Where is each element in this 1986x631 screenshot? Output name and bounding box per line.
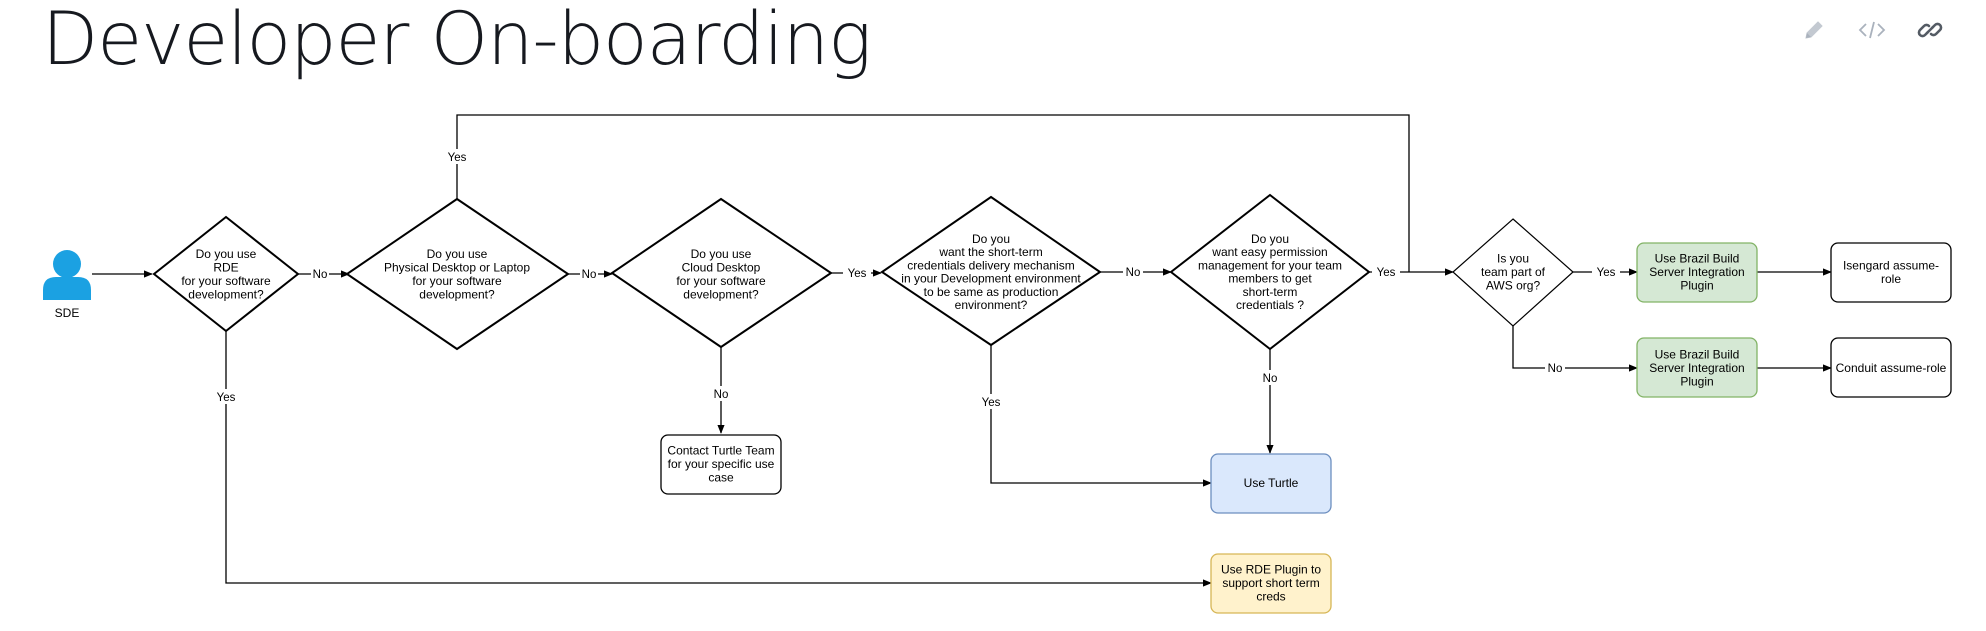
edge-label-rde-yes: Yes xyxy=(217,392,236,404)
box-isengard-label: Isengard assume-role xyxy=(1843,258,1939,286)
decision-credentials xyxy=(880,195,1102,347)
box-brazil-yes-line: Plugin xyxy=(1680,279,1713,293)
edge-label-aws-no: No xyxy=(1548,363,1563,375)
box-conduit xyxy=(1830,337,1952,398)
edge-aws-no xyxy=(1512,326,1638,372)
edge-label-cloud-no: No xyxy=(714,389,729,401)
box-rde-plugin-line: Use RDE Plugin to xyxy=(1221,563,1321,577)
decision-credentials-line: environment? xyxy=(955,298,1028,312)
edge-label-cloud-yes: Yes xyxy=(848,268,867,280)
box-rde-plugin xyxy=(1210,553,1332,614)
pencil-icon xyxy=(1805,21,1823,39)
edge-rde-yes xyxy=(225,331,1212,587)
box-use-turtle-line: Use Turtle xyxy=(1244,476,1299,490)
box-rde-plugin-line: creds xyxy=(1256,590,1285,604)
decision-permission-line: Do you xyxy=(1251,232,1289,246)
decision-physical xyxy=(345,197,570,351)
decision-cloud xyxy=(610,197,833,349)
box-contact-turtle-line: case xyxy=(708,471,734,485)
decision-rde-line: Do you use xyxy=(196,247,257,261)
edge-label-cred-yes: Yes xyxy=(982,397,1001,409)
box-use-turtle-label: Use Turtle xyxy=(1244,476,1299,490)
decision-permission-line: members to get xyxy=(1228,272,1312,286)
box-brazil-no-line: Use Brazil Build xyxy=(1655,348,1740,362)
decision-aws-org-line: Is you xyxy=(1497,252,1529,266)
box-contact-turtle-line: for your specific use xyxy=(668,457,775,471)
edge-label-physical-no: No xyxy=(582,269,597,281)
copy-link-button[interactable] xyxy=(1914,14,1946,46)
box-isengard-line: role xyxy=(1881,272,1901,286)
edit-button[interactable] xyxy=(1798,14,1830,46)
box-brazil-no-line: Server Integration xyxy=(1649,361,1744,375)
actor-sde: SDE xyxy=(43,250,91,320)
decision-cloud-line: for your software xyxy=(676,274,766,288)
box-brazil-no xyxy=(1636,337,1758,398)
edge-cred-yes xyxy=(990,345,1212,487)
decision-credentials-line: in your Development environment xyxy=(901,272,1081,286)
actor-label: SDE xyxy=(55,306,80,320)
decision-rde-line: development? xyxy=(188,287,264,301)
embed-code-button[interactable] xyxy=(1856,14,1888,46)
edge-label-physical-yes: Yes xyxy=(448,152,467,164)
box-rde-plugin-line: support short term xyxy=(1222,576,1319,590)
decision-cloud-line: development? xyxy=(683,287,759,301)
decision-rde-line: RDE xyxy=(213,260,238,274)
edge-label-aws-yes: Yes xyxy=(1597,267,1616,279)
decision-physical-line: Do you use xyxy=(427,247,488,261)
person-icon xyxy=(43,250,91,300)
box-contact-turtle-line: Contact Turtle Team xyxy=(667,444,774,458)
decision-credentials-line: want the short-term xyxy=(938,245,1042,259)
box-brazil-yes-line: Server Integration xyxy=(1649,265,1744,279)
box-brazil-no-line: Plugin xyxy=(1680,375,1713,389)
page-title: Developer On-boarding xyxy=(42,0,872,82)
code-icon xyxy=(1858,21,1886,39)
box-isengard xyxy=(1830,242,1952,303)
box-brazil-yes-line: Use Brazil Build xyxy=(1655,252,1740,266)
decision-credentials-line: credentials delivery mechanism xyxy=(907,258,1074,272)
decision-physical-line: for your software xyxy=(412,274,502,288)
edge-label-rde-no: No xyxy=(313,269,328,281)
decision-permission xyxy=(1169,193,1371,351)
decision-permission-line: want easy permission xyxy=(1211,245,1327,259)
edge-label-cred-no: No xyxy=(1126,267,1141,279)
box-use-turtle xyxy=(1210,453,1332,514)
decision-aws-org xyxy=(1452,218,1574,327)
decision-permission-line: management for your team xyxy=(1198,258,1342,272)
decision-rde xyxy=(152,215,300,333)
decision-aws-org-line: team part of xyxy=(1481,265,1546,279)
decision-cloud-line: Cloud Desktop xyxy=(682,260,761,274)
decision-cloud-line: Do you use xyxy=(691,247,752,261)
link-icon xyxy=(1917,22,1943,38)
decision-permission-line: credentials ? xyxy=(1236,298,1304,312)
page-toolbar xyxy=(1798,14,1946,46)
decision-physical-line: development? xyxy=(419,287,495,301)
decision-rde-line: for your software xyxy=(181,274,271,288)
edge-label-perm-no: No xyxy=(1263,373,1278,385)
box-brazil-yes xyxy=(1636,242,1758,303)
box-isengard-line: Isengard assume- xyxy=(1843,258,1939,272)
edge-label-perm-yes: Yes xyxy=(1377,267,1396,279)
box-contact-turtle xyxy=(660,434,782,495)
decision-aws-org-line: AWS org? xyxy=(1486,279,1541,293)
decision-physical-line: Physical Desktop or Laptop xyxy=(384,260,530,274)
box-conduit-line: Conduit assume-role xyxy=(1836,361,1947,375)
decision-permission-line: short-term xyxy=(1243,285,1298,299)
box-conduit-label: Conduit assume-role xyxy=(1836,361,1947,375)
decision-credentials-line: to be same as production xyxy=(924,285,1059,299)
decision-credentials-line: Do you xyxy=(972,232,1010,246)
